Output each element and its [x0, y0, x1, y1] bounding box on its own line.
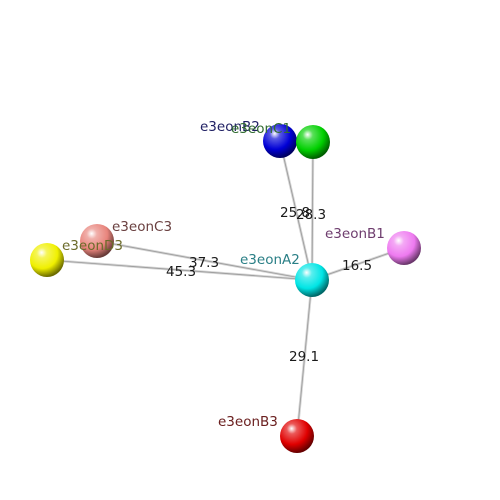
bond-e3eonA2-e3eonB2 — [278, 139, 314, 282]
bond-length-label: 29.1 — [289, 349, 319, 365]
bond-e3eonA2-e3eonB3 — [295, 278, 314, 438]
atom-sphere-e3eonB1[interactable] — [387, 231, 421, 265]
atom-label-e3eonB1: e3eonB1 — [325, 226, 385, 242]
atom-sphere-e3eonB3[interactable] — [280, 419, 314, 453]
atom-label-e3eonD3: e3eonD3 — [62, 238, 123, 254]
atom-sphere-e3eonA2[interactable] — [295, 263, 329, 297]
bond-length-label: 16.5 — [342, 258, 372, 274]
bond-length-label: 25.8 — [280, 205, 310, 221]
node-label-layer: e3eonA2 e3eonB1 e3eonB2 e3eonB3 e3eonC1 e3eon… — [62, 119, 385, 430]
bond-length-label: 37.3 — [189, 255, 219, 271]
atom-label-e3eonB2: e3eonB2 — [200, 119, 260, 135]
bond-e3eonA2-e3eonD3 — [45, 258, 314, 282]
atom-label-e3eonA2: e3eonA2 — [240, 252, 300, 268]
edge-layer — [45, 139, 406, 438]
atom-sphere-e3eonD3[interactable] — [30, 243, 64, 277]
atom-sphere-e3eonC1[interactable] — [296, 125, 330, 159]
atom-sphere-e3eonB2[interactable] — [263, 124, 297, 158]
bond-e3eonA2-e3eonC3 — [95, 239, 314, 282]
atom-label-e3eonC3: e3eonC3 — [112, 219, 172, 235]
atom-label-e3eonC1: e3eonC1 — [231, 121, 291, 137]
atom-label-e3eonB3: e3eonB3 — [218, 414, 278, 430]
edge-label-layer: 16.5 25.828.3 29.1 37.345.3 — [166, 205, 372, 365]
bond-length-label: 45.3 — [166, 264, 196, 280]
bond-length-label: 28.3 — [296, 207, 326, 223]
atom-sphere-e3eonC3[interactable] — [80, 224, 114, 258]
node-layer — [30, 124, 421, 453]
bond-e3eonA2-e3eonC1 — [310, 140, 315, 282]
